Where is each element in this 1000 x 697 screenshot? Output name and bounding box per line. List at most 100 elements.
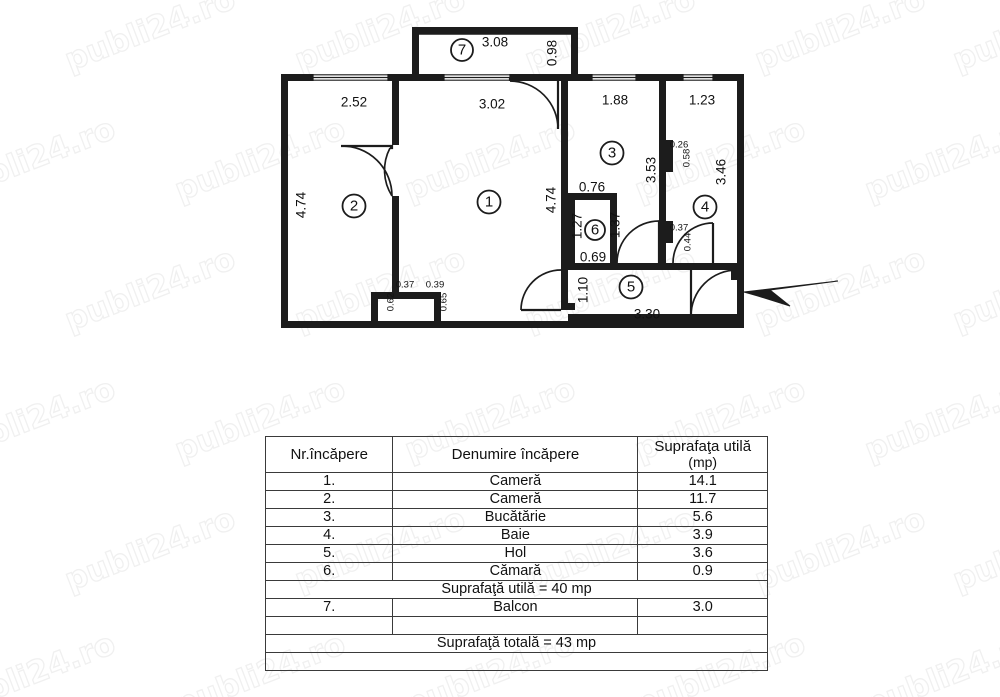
- window-room-2: [312, 74, 389, 81]
- room-number-label: 1: [485, 194, 493, 211]
- dimension-label: 1.88: [602, 93, 628, 108]
- room-badges: 7 2 1 3 4 5 6: [341, 38, 718, 300]
- row-area: 14.1: [637, 472, 768, 491]
- door-kitchen-to-hall: [616, 220, 661, 264]
- room-number-label: 4: [701, 199, 709, 216]
- row-nr: [264, 616, 394, 635]
- dimension-label: 0.76: [579, 180, 605, 195]
- floor-plan-drawing: 7 2 1 3 4 5 6: [281, 27, 839, 328]
- dimension-label: 0.62: [386, 293, 397, 312]
- dimension-label: 3.30: [634, 307, 660, 322]
- table-row: 1. Cameră 14.1: [264, 472, 768, 491]
- room-badge-5: 5: [618, 274, 644, 300]
- dimension-label: 4.74: [544, 186, 559, 213]
- room-badge-4: 4: [692, 194, 718, 220]
- dimension-label: 3.02: [479, 97, 505, 112]
- row-area: 5.6: [637, 508, 768, 527]
- dimension-label: 0.58: [682, 149, 693, 168]
- watermark-text: publi24.ro: [859, 370, 1000, 469]
- table-row: 2. Cameră 11.7: [264, 490, 768, 509]
- row-area: 11.7: [637, 490, 768, 509]
- row-name: Cameră: [392, 490, 639, 509]
- table-row: 4. Baie 3.9: [264, 526, 768, 545]
- table-row: 6. Cămară 0.9: [264, 562, 768, 581]
- row-nr: 7.: [264, 598, 394, 617]
- table-blank-row: [264, 616, 768, 635]
- row-nr: 5.: [264, 544, 394, 563]
- row-nr: 1.: [264, 472, 394, 491]
- row-nr: 4.: [264, 526, 394, 545]
- watermark-text: publi24.ro: [59, 500, 241, 599]
- dimension-label: 0.26: [670, 140, 689, 151]
- watermark-text: publi24.ro: [859, 625, 1000, 697]
- subtotal-label: Suprafaţă utilă = 40 mp: [265, 580, 768, 599]
- dimension-label: 2.52: [341, 95, 367, 110]
- interior-walls: [371, 74, 737, 321]
- row-name: Baie: [392, 526, 639, 545]
- room-number-label: 7: [458, 42, 466, 59]
- door-group: [340, 78, 744, 317]
- room-badge-3: 3: [599, 140, 625, 166]
- room-badge-1: 1: [476, 189, 502, 215]
- dimension-label: 1.27: [570, 213, 585, 239]
- table-row: 3. Bucătărie 5.6: [264, 508, 768, 527]
- final-blank-cell: [265, 652, 768, 671]
- row-nr: 3.: [264, 508, 394, 527]
- balcony-walls: [412, 27, 578, 80]
- row-nr: 2.: [264, 490, 394, 509]
- room-number-label: 5: [627, 279, 635, 296]
- door-bath-to-hall: [672, 222, 715, 264]
- balcony-door-opening-room-1: [443, 74, 511, 81]
- table-subtotal-row: Suprafaţă utilă = 40 mp: [265, 580, 768, 599]
- dimension-labels: 3.08 0.98 2.52 3.02 4.74 4.74 1.88 3.53 …: [294, 35, 729, 322]
- dimension-label: 4.74: [294, 191, 309, 218]
- dimension-label: 0.37: [396, 280, 415, 291]
- entrance-pointer-icon: [743, 280, 839, 307]
- door-balcony-room-1: [508, 78, 560, 130]
- header-suprafata-utila: Suprafaţa utilă (mp): [637, 436, 768, 473]
- header-area-label: Suprafaţa utilă: [654, 438, 752, 455]
- room-badge-2: 2: [341, 193, 367, 219]
- room-number-label: 3: [608, 145, 616, 162]
- row-area: 3.9: [637, 526, 768, 545]
- header-nr-incapere: Nr.încăpere: [264, 436, 394, 473]
- dimension-label: 0.44: [683, 233, 694, 252]
- room-schedule-table: Nr.încăpere Denumire încăpere Suprafaţa …: [264, 436, 768, 671]
- room-badge-7: 7: [450, 38, 474, 62]
- row-name: [392, 616, 639, 635]
- row-nr: 6.: [264, 562, 394, 581]
- row-name: Cameră: [392, 472, 639, 491]
- row-name: Bucătărie: [392, 508, 639, 527]
- header-area-unit: (mp): [688, 454, 718, 470]
- row-area: 3.0: [637, 598, 768, 617]
- table-total-row: Suprafaţă totală = 43 mp: [265, 634, 768, 653]
- header-nr-label: Nr.încăpere: [290, 445, 368, 463]
- dimension-label: 0.65: [439, 293, 450, 312]
- room-badge-6: 6: [584, 219, 606, 241]
- dimension-label: 3.46: [714, 159, 729, 185]
- total-label: Suprafaţă totală = 43 mp: [265, 634, 768, 653]
- row-name: Hol: [392, 544, 639, 563]
- dimension-label: 0.98: [545, 40, 560, 66]
- room-number-label: 6: [591, 222, 599, 239]
- dimension-label: 0.39: [426, 280, 445, 291]
- header-name-label: Denumire încăpere: [451, 445, 580, 463]
- row-name: Cămară: [392, 562, 639, 581]
- window-room-3: [591, 74, 637, 81]
- watermark-text: publi24.ro: [947, 500, 1000, 599]
- door-room-1-to-hall: [520, 269, 562, 312]
- dimension-label: 1.23: [689, 93, 715, 108]
- table-header-row: Nr.încăpere Denumire încăpere Suprafaţa …: [264, 436, 768, 473]
- watermark-text: publi24.ro: [749, 500, 931, 599]
- dimension-label: 0.69: [580, 250, 606, 265]
- row-area: 3.6: [637, 544, 768, 563]
- watermark-text: publi24.ro: [0, 625, 121, 697]
- table-final-blank-row: [265, 652, 768, 671]
- table-row: 5. Hol 3.6: [264, 544, 768, 563]
- window-group: [312, 74, 714, 81]
- dimension-label: 0.37: [670, 223, 689, 234]
- header-denumire-incapere: Denumire încăpere: [392, 436, 639, 473]
- dimension-label: 3.08: [482, 35, 508, 50]
- dimension-label: 3.53: [644, 157, 659, 183]
